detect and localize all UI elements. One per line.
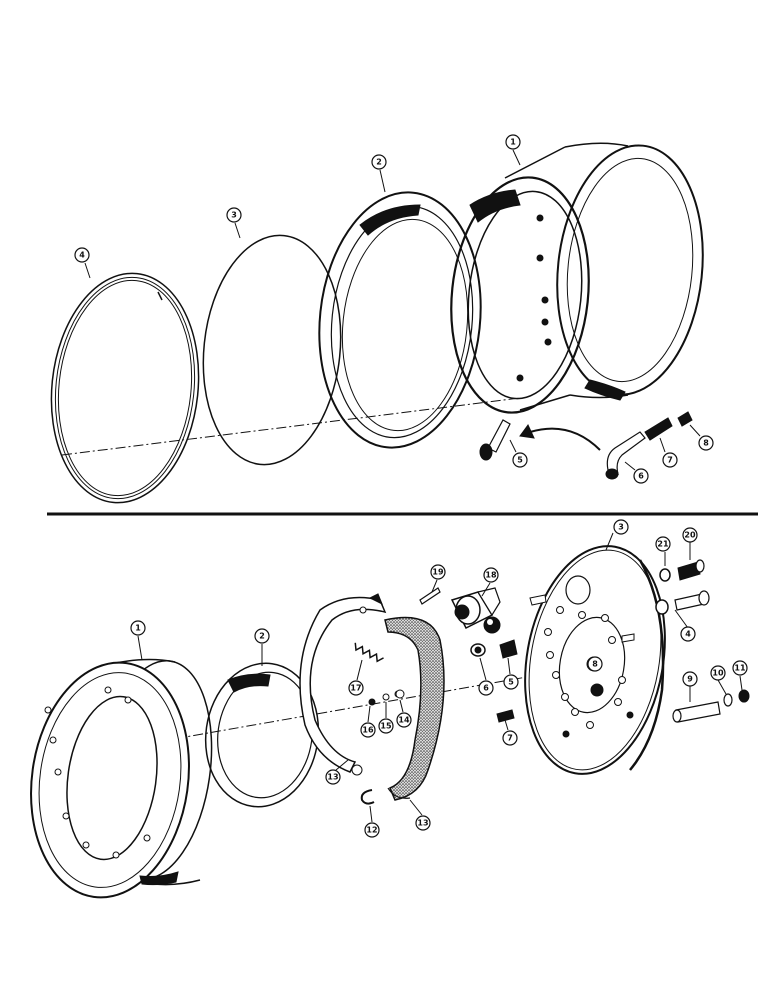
callout-lower-18: 18 — [483, 567, 499, 583]
wheel-stud-set — [672, 689, 750, 723]
callout-lower-2: 2 — [254, 628, 270, 644]
callout-lower-6: 6 — [478, 680, 494, 696]
callout-upper-3: 3 — [226, 207, 242, 223]
callout-lower-21: 21 — [655, 536, 671, 552]
svg-text:19: 19 — [432, 568, 444, 577]
svg-text:13: 13 — [417, 819, 428, 828]
callout-lower-13a: 13 — [325, 769, 341, 785]
callout-lower-16: 16 — [360, 722, 376, 738]
callout-lower-3: 3 — [613, 519, 629, 535]
arrow-head — [519, 424, 535, 439]
callout-lower-7: 7 — [502, 730, 518, 746]
valve-extension — [644, 417, 673, 441]
washer-14 — [395, 689, 405, 699]
svg-text:4: 4 — [685, 630, 691, 639]
callout-lower-20: 20 — [682, 527, 698, 543]
callout-lower-13b: 13 — [415, 815, 431, 831]
pin-16 — [368, 698, 376, 706]
callout-lower-9: 9 — [682, 671, 698, 687]
svg-text:18: 18 — [485, 571, 497, 580]
callout-lower-17: 17 — [348, 680, 364, 696]
callout-lower-10: 10 — [710, 665, 726, 681]
callout-lower-12: 12 — [364, 822, 380, 838]
retractor-spring — [354, 642, 384, 663]
svg-text:8: 8 — [703, 439, 709, 448]
svg-text:3: 3 — [231, 211, 237, 220]
svg-text:1: 1 — [510, 138, 516, 147]
svg-text:6: 6 — [638, 472, 644, 481]
callout-lower-14: 14 — [396, 712, 412, 728]
callout-upper-6: 6 — [633, 468, 649, 484]
svg-text:15: 15 — [380, 722, 392, 731]
hold-down-clip — [360, 789, 375, 805]
assembly-arrow — [529, 427, 601, 451]
valve-adapter — [605, 431, 646, 480]
brake-shoe — [299, 593, 387, 776]
callout-upper-1: 1 — [505, 134, 521, 150]
callout-lower-5: 5 — [503, 674, 519, 690]
svg-text:11: 11 — [734, 664, 746, 673]
callout-upper-8: 8 — [698, 435, 714, 451]
svg-text:21: 21 — [657, 540, 669, 549]
lower-brake-assembly: 1 2 3 4 5 6 7 8 9 10 11 12 13 13 14 15 1… — [30, 519, 750, 899]
axis-centerline-upper — [61, 397, 521, 456]
valve-stem — [479, 419, 511, 461]
svg-text:20: 20 — [684, 531, 696, 540]
svg-text:6: 6 — [483, 684, 489, 693]
svg-text:3: 3 — [618, 523, 624, 532]
upper-wheel-assembly: 1 2 3 4 5 6 7 8 — [50, 134, 714, 504]
svg-text:5: 5 — [508, 678, 514, 687]
svg-text:5: 5 — [517, 456, 523, 465]
callout-lower-19: 19 — [430, 564, 446, 580]
wheel-cylinder — [450, 587, 501, 634]
svg-text:7: 7 — [667, 456, 673, 465]
callout-lower-15: 15 — [378, 718, 394, 734]
anchor-pin — [419, 587, 441, 605]
svg-text:17: 17 — [350, 684, 361, 693]
washer-15 — [382, 693, 390, 701]
side-ring — [318, 191, 482, 449]
brake-shoe-with-lining — [384, 616, 445, 801]
svg-text:8: 8 — [592, 660, 598, 669]
svg-text:9: 9 — [687, 675, 693, 684]
callout-upper-4: 4 — [74, 247, 90, 263]
svg-text:7: 7 — [507, 734, 513, 743]
brake-drum — [30, 658, 213, 899]
callout-lower-11: 11 — [732, 660, 748, 676]
callout-lower-1: 1 — [130, 620, 146, 636]
callout-upper-2: 2 — [371, 154, 387, 170]
svg-text:16: 16 — [362, 726, 374, 735]
callout-upper-5: 5 — [512, 452, 528, 468]
svg-text:2: 2 — [376, 158, 382, 167]
svg-text:4: 4 — [79, 251, 85, 260]
svg-text:2: 2 — [259, 632, 265, 641]
valve-cap — [677, 411, 693, 427]
callout-upper-7: 7 — [662, 452, 678, 468]
svg-text:14: 14 — [398, 716, 410, 725]
bleeder-screw — [496, 709, 515, 723]
svg-text:10: 10 — [712, 669, 724, 678]
callout-lower-8: 8 — [587, 656, 603, 672]
svg-text:12: 12 — [366, 826, 377, 835]
svg-text:1: 1 — [135, 624, 141, 633]
svg-text:13: 13 — [327, 773, 338, 782]
mounting-bolts — [655, 559, 710, 615]
o-ring — [202, 234, 342, 466]
wheel-rim — [450, 142, 704, 414]
lock-ring — [50, 272, 200, 504]
cylinder-spring — [499, 639, 518, 659]
callout-lower-4: 4 — [680, 626, 696, 642]
axis-centerline-lower — [139, 664, 596, 746]
